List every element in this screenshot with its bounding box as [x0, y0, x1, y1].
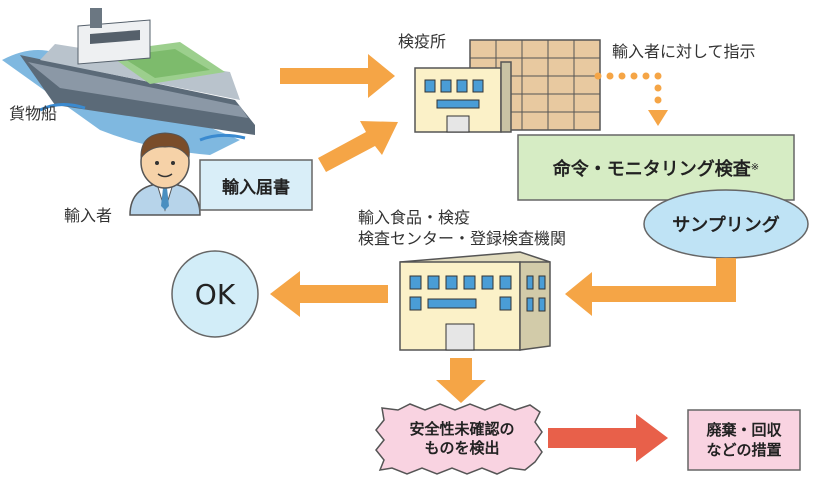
- arrow-unsafe-to-dispose: [548, 414, 668, 462]
- importer-label: 輸入者: [64, 206, 113, 225]
- order-box: [517, 134, 795, 201]
- instruct-label: 輸入者に対して指示: [612, 42, 756, 61]
- dispose-text: 廃棄・回収 などの措置: [688, 410, 800, 470]
- quarantine-building-icon: [414, 39, 601, 133]
- ok-text: OK: [194, 277, 236, 311]
- import-form-text: 輸入届書: [222, 177, 290, 198]
- lab-label-line2: 検査センター・登録検査機関: [358, 229, 567, 248]
- import-form-box: [199, 159, 313, 211]
- arrow-sampling-to-lab: [565, 258, 736, 316]
- unsafe-text: 安全性未確認の ものを検出: [382, 408, 542, 470]
- unsafe-burst-box: [375, 403, 543, 475]
- dispose-box: [687, 409, 801, 471]
- arrow-form-to-quarantine: [318, 121, 398, 172]
- quarantine-label: 検疫所: [398, 32, 447, 51]
- cargo-ship-icon: [2, 8, 255, 155]
- lab-label-line1: 輸入食品・検疫: [358, 208, 471, 227]
- ok-circle: [171, 250, 259, 338]
- order-footnote-mark: ※: [750, 162, 760, 173]
- arrow-lab-to-ok: [270, 271, 388, 317]
- dispose-text-line2: などの措置: [706, 441, 782, 459]
- dotted-arrow-instruct: [594, 72, 668, 126]
- unsafe-text-line2: ものを検出: [424, 439, 500, 457]
- sampling-text: サンプリング: [672, 215, 780, 236]
- arrow-lab-to-unsafe: [436, 358, 486, 403]
- importer-person-icon: [129, 132, 201, 216]
- dispose-text-line1: 廃棄・回収: [706, 420, 782, 439]
- unsafe-text-line1: 安全性未確認の: [409, 419, 515, 438]
- order-text-wrap: 命令・モニタリング検査※: [518, 135, 794, 200]
- arrow-ship-to-quarantine: [280, 54, 395, 98]
- ship-label: 貨物船: [9, 104, 58, 123]
- order-text: 命令・モニタリング検査: [552, 158, 751, 180]
- lab-building-icon: [399, 251, 551, 351]
